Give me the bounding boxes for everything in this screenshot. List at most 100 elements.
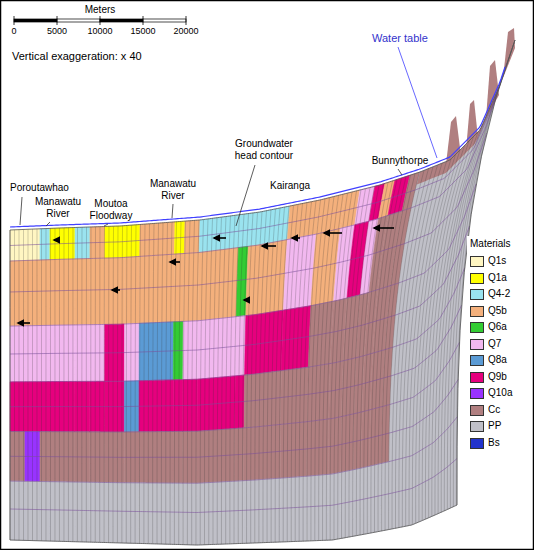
legend-swatch — [470, 372, 484, 383]
legend-swatch — [470, 289, 484, 300]
mesh-line — [255, 212, 262, 543]
mesh-line — [192, 220, 195, 544]
mesh-line — [307, 200, 320, 541]
material-cell — [50, 259, 75, 325]
material-cell — [307, 474, 329, 541]
mesh-line — [86, 227, 87, 542]
exaggeration-note: Vertical exaggeration: x 40 — [12, 50, 232, 63]
layer-line — [10, 417, 457, 484]
scale-tick — [57, 16, 58, 25]
flow-arrow — [214, 237, 226, 239]
place-name: Bunnythorpe — [365, 155, 435, 167]
legend-swatch — [470, 405, 484, 416]
mesh-line — [279, 206, 289, 542]
material-cell — [50, 482, 75, 542]
mesh-line — [349, 188, 370, 538]
mesh-line — [209, 218, 213, 544]
layer-line — [10, 305, 462, 407]
mesh-line — [170, 222, 172, 544]
scale-number: 0 — [4, 26, 24, 36]
section-outline — [10, 40, 515, 545]
mesh-line — [187, 221, 190, 545]
material-cell — [90, 482, 105, 542]
mesh-line — [374, 178, 401, 532]
scale-number: 5000 — [37, 26, 77, 36]
legend-entry: Q5b — [470, 305, 530, 319]
layer-line — [10, 459, 457, 513]
legend-text: Q1s — [488, 255, 506, 267]
leader-line — [398, 169, 402, 175]
mesh-line — [14, 230, 15, 540]
mesh-line — [99, 227, 100, 543]
mesh-line — [77, 227, 78, 541]
flow-arrow — [112, 289, 120, 291]
mesh-line — [117, 226, 119, 543]
material-cell — [105, 257, 125, 324]
legend-text: Q8a — [488, 354, 507, 366]
legend-entry: Q1s — [470, 255, 530, 269]
flow-arrows — [18, 228, 394, 323]
mesh-line — [303, 201, 316, 541]
mesh-line — [23, 229, 24, 540]
legend-entry: PP — [470, 420, 530, 434]
surface-crust — [417, 40, 515, 185]
material-cell — [244, 478, 280, 543]
legend-swatch — [470, 273, 484, 284]
mesh-line — [161, 223, 163, 544]
leader-line — [104, 224, 108, 226]
mesh-line — [406, 163, 442, 526]
material-cell — [183, 483, 197, 545]
material-cell — [105, 482, 125, 543]
mesh-line — [196, 220, 199, 545]
mesh-line — [54, 228, 55, 541]
leader-line — [398, 47, 437, 158]
mesh-line — [299, 202, 311, 542]
legend-text: Q1a — [488, 272, 507, 284]
mesh-line — [166, 222, 168, 544]
scale-title: Meters — [75, 4, 125, 16]
flow-arrow — [262, 245, 276, 247]
mesh-line — [95, 227, 96, 542]
legend-swatch — [470, 339, 484, 350]
layer-line — [10, 379, 458, 457]
legend-ground — [467, 236, 531, 448]
mesh-line — [36, 229, 37, 541]
legend-entry: Q4-2 — [470, 288, 530, 302]
mesh-line — [342, 190, 361, 539]
mesh-line — [113, 226, 114, 543]
mesh-line — [45, 229, 46, 541]
legend-text: Q5b — [488, 305, 507, 317]
legend-entry: Q10a — [470, 387, 530, 401]
material-cell — [280, 476, 307, 542]
mesh-line — [19, 230, 20, 541]
river-name: Manawatu River — [146, 178, 200, 201]
legend-entry: Q8a — [470, 354, 530, 368]
material-cell — [183, 253, 199, 322]
scale-tick — [100, 16, 101, 25]
mesh-line — [126, 225, 128, 543]
scale-number: 10000 — [80, 26, 120, 36]
mesh-line — [217, 217, 221, 544]
mesh-line — [183, 221, 185, 545]
flow-arrow — [292, 237, 300, 239]
scale-tick — [14, 16, 15, 25]
mesh-line — [50, 228, 51, 541]
legend-text: Cc — [488, 404, 500, 416]
mesh-line — [108, 226, 109, 542]
mesh-line — [27, 229, 28, 540]
legend-entry: Q7 — [470, 338, 530, 352]
mesh-line — [59, 228, 60, 541]
legend-text: Bs — [488, 437, 500, 449]
material-cell — [10, 481, 25, 540]
scale-segment — [100, 19, 143, 22]
legend-swatch — [470, 421, 484, 432]
contour-callout: Groundwater head contour — [226, 138, 302, 161]
mesh-line — [271, 208, 280, 542]
mesh-line — [389, 172, 420, 529]
legend-swatch — [470, 438, 484, 449]
scale-tick — [186, 16, 187, 25]
legend-heading: Materials — [470, 238, 530, 250]
scale-segment — [14, 19, 57, 22]
layer-line — [10, 184, 476, 326]
